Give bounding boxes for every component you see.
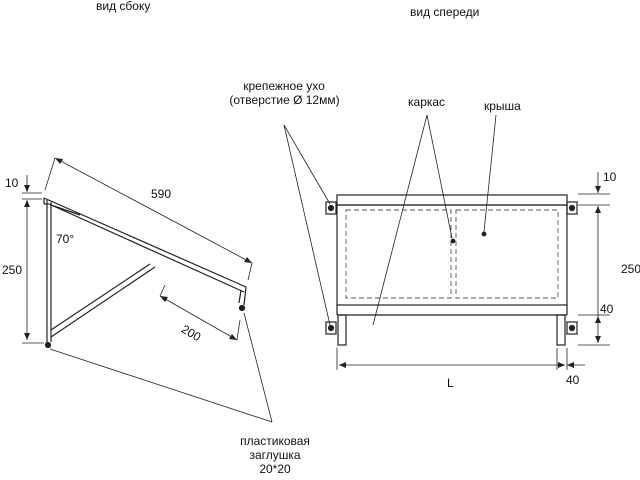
front-dim-edge: 40 <box>566 373 580 387</box>
cap-label-line3: 20*20 <box>259 462 291 476</box>
mount-ear-label-line2: (отверстие Ø 12мм) <box>229 93 340 107</box>
side-dim-top: 10 <box>5 176 19 190</box>
frame-label: каркас <box>408 95 446 109</box>
side-view-geometry <box>43 197 247 349</box>
front-view-title: вид спереди <box>410 5 480 19</box>
side-dimensions <box>22 157 253 344</box>
side-dim-angle: 70° <box>56 232 75 246</box>
side-dim-length: 590 <box>151 187 172 201</box>
front-dim-foot: 40 <box>600 302 614 316</box>
front-dim-width: L <box>447 376 454 390</box>
front-dim-top: 10 <box>603 170 617 184</box>
front-dim-height: 250 <box>621 262 640 276</box>
cap-label-line1: пластиковая <box>240 434 310 448</box>
mount-ear-label-line1: крепежное ухо <box>243 79 325 93</box>
arrowheads <box>24 158 601 368</box>
front-view-panels <box>345 209 559 299</box>
cap-label-line2: заглушка <box>249 448 301 462</box>
roof-label: крыша <box>484 99 521 113</box>
front-view-geometry <box>325 194 578 346</box>
side-dim-height: 250 <box>2 263 23 277</box>
leader-lines <box>49 114 497 423</box>
side-view-title: вид сбоку <box>96 0 151 13</box>
